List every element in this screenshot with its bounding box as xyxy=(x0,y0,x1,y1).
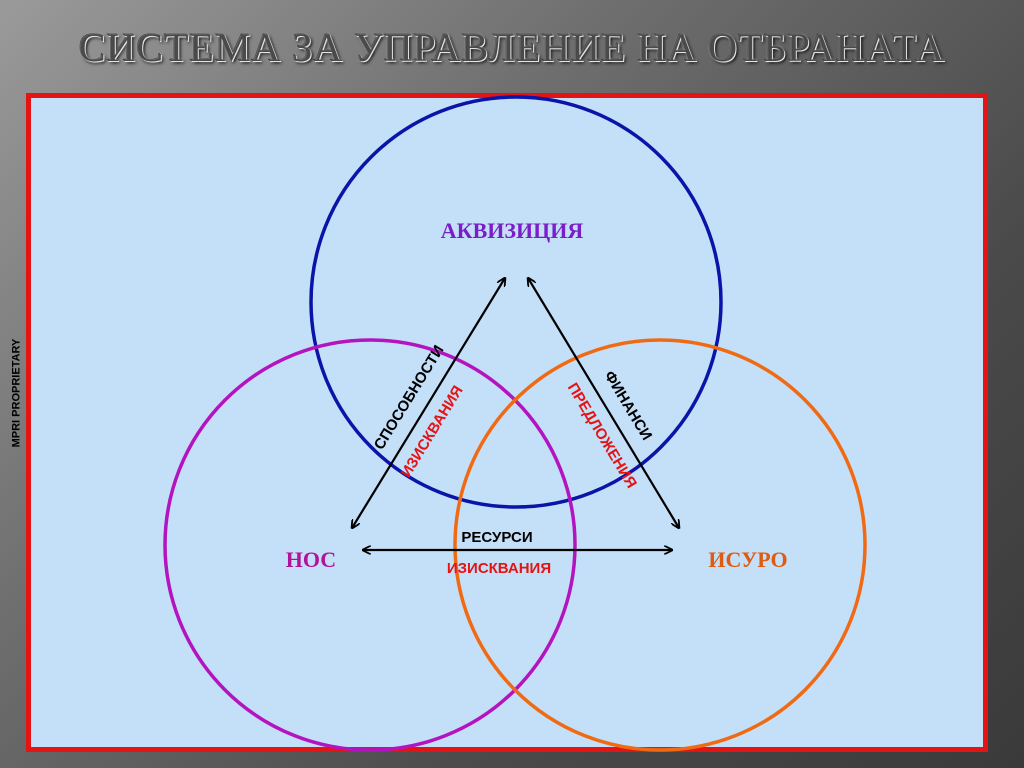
arrow-left-top xyxy=(352,278,505,528)
diagram-panel xyxy=(26,93,988,752)
edge-label-resources: РЕСУРСИ xyxy=(461,529,532,546)
slide-title: СИСТЕМА ЗА УПРАВЛЕНИЕ НА ОТБРАНАТА xyxy=(78,25,946,70)
node-label-nos: НОС xyxy=(286,547,336,572)
node-label-acquisition: АКВИЗИЦИЯ xyxy=(441,218,584,243)
node-label-isuro: ИСУРО xyxy=(708,547,787,572)
arrow-top-right xyxy=(528,278,679,528)
circle-acquisition xyxy=(309,95,723,509)
edge-label-requirements-bottom: ИЗИСКВАНИЯ xyxy=(447,560,551,577)
